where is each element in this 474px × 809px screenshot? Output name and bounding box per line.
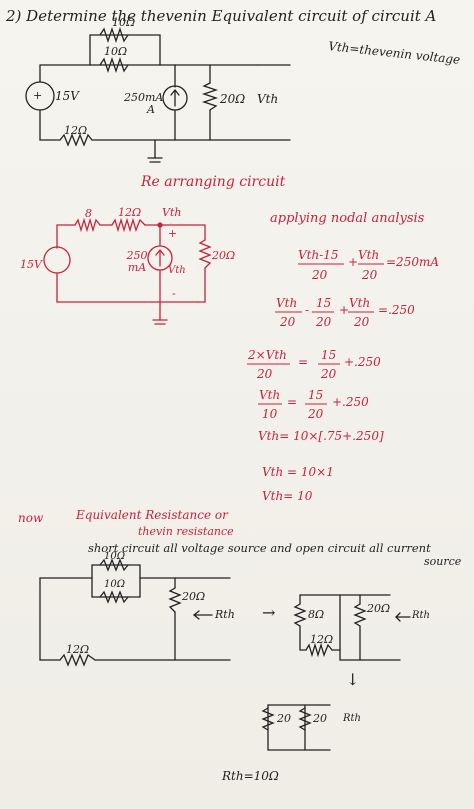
c1-resistor-top-label: 10Ω: [112, 16, 136, 29]
now-label: now: [18, 511, 44, 525]
circuit-4-wires: [293, 594, 411, 661]
eq4-numerator: 15: [308, 388, 324, 402]
c5-rth-label: Rth: [343, 713, 361, 724]
eq1-denominator-2: 20: [362, 268, 378, 282]
eq4-denominator: 20: [308, 407, 324, 421]
c5-resistor-right-label: 20: [313, 712, 327, 725]
eq1-numerator-1: Vth-15: [298, 248, 339, 262]
c2-source-label: 15V: [20, 258, 42, 271]
eq3-lhs-denominator: 20: [257, 367, 273, 381]
c3-resistor-right-label: 20Ω: [182, 590, 206, 603]
c4-rth-label: Rth: [412, 610, 430, 621]
eq2-operator-1: -: [305, 303, 310, 317]
result-rth: Rth=10Ω: [222, 769, 279, 783]
eq2-numerator-1: Vth: [276, 296, 298, 310]
c4-arrow: →: [262, 603, 276, 622]
circuit-5-wires: [261, 704, 331, 751]
eq4-lhs-numerator: Vth: [259, 388, 281, 402]
eq2-denominator-1: 20: [280, 315, 296, 329]
c3-resistor-top-label: 10Ω: [104, 551, 126, 562]
c2-minus: -: [172, 287, 176, 300]
eq5: Vth= 10×[.75+.250]: [258, 429, 384, 443]
rearrange-title: Re arranging circuit: [141, 174, 286, 190]
c1-resistor-right-label: 20Ω: [220, 92, 246, 106]
eq1-numerator-2: Vth: [358, 248, 380, 262]
resistance-instruction: short circuit all voltage source and ope…: [88, 541, 431, 555]
c3-rth-label: Rth: [215, 608, 235, 621]
c1-source-plus: +: [33, 89, 43, 102]
c1-resistor-bottom-label: 12Ω: [64, 124, 88, 137]
eq3-rhs: +.250: [344, 355, 381, 369]
c1-resistor-mid-label: 10Ω: [104, 45, 128, 58]
c5-resistor-left-label: 20: [277, 712, 291, 725]
voltage-source-circle: [25, 81, 55, 111]
c2-r2-label: 12Ω: [118, 206, 142, 219]
c4-resistor-right-label: 20Ω: [367, 602, 391, 615]
c4-resistor-bottom-label: 12Ω: [310, 633, 334, 646]
eq7: Vth= 10: [262, 489, 313, 503]
c1-source-label: 15V: [55, 89, 79, 103]
eq2-numerator-3: Vth: [349, 296, 371, 310]
c2-plus: +: [168, 227, 178, 240]
resistance-line-1: Equivalent Resistance or: [76, 508, 228, 522]
eq4-rhs: +.250: [332, 395, 369, 409]
c4-resistor-left-label: 8Ω: [308, 608, 325, 621]
c1-current-label: 250mA: [124, 91, 164, 104]
eq2-denominator-3: 20: [354, 315, 370, 329]
resistance-line-2: thevin resistance: [138, 525, 234, 538]
circuit-2-wires: [43, 217, 212, 325]
eq3-lhs-numerator: 2×Vth: [248, 348, 287, 362]
eq3-numerator: 15: [321, 348, 337, 362]
circuit-3-wires: [39, 558, 231, 667]
analysis-title: applying nodal analysis: [270, 211, 425, 226]
eq1-denominator-1: 20: [312, 268, 328, 282]
resistor-zigzag: [99, 56, 129, 74]
eq3-denominator: 20: [321, 367, 337, 381]
c3-resistor-bottom-label: 12Ω: [66, 643, 90, 656]
c2-r1-label: 8: [85, 207, 92, 220]
eq2-operator-2: +: [339, 303, 350, 317]
resistor-zigzag: [99, 26, 129, 44]
eq4-equals: =: [287, 395, 298, 409]
c5-arrow: ↓: [346, 670, 360, 689]
problem-heading: 2) Determine the thevenin Equivalent cir…: [6, 7, 437, 25]
eq2-rhs: =.250: [378, 303, 415, 317]
c2-vth-top-label: Vth: [162, 206, 182, 219]
eq1-rhs: =250mA: [386, 255, 440, 269]
resistor-zigzag: [59, 133, 93, 147]
c1-vth-label: Vth: [257, 92, 279, 106]
fraction-bars: [247, 263, 384, 405]
resistor-zigzag: [201, 82, 219, 111]
c2-current-label: 250 mA: [126, 249, 148, 275]
resistance-instruction-cont: source: [424, 555, 462, 568]
c3-resistor-mid-label: 10Ω: [104, 579, 126, 590]
eq6: Vth = 10×1: [262, 465, 334, 479]
c2-vth-mid-label: Vth: [168, 265, 186, 276]
c2-resistor-right-label: 20Ω: [212, 249, 236, 262]
current-source-circle: [162, 85, 188, 111]
eq4-lhs-denominator: 10: [262, 407, 278, 421]
eq2-numerator-2: 15: [316, 296, 332, 310]
eq2-denominator-2: 20: [316, 315, 332, 329]
circuit-1-wires: [39, 34, 291, 163]
eq1-operator: +: [348, 255, 359, 269]
c1-node-label: A: [147, 103, 155, 116]
eq3-equals: =: [298, 355, 309, 369]
